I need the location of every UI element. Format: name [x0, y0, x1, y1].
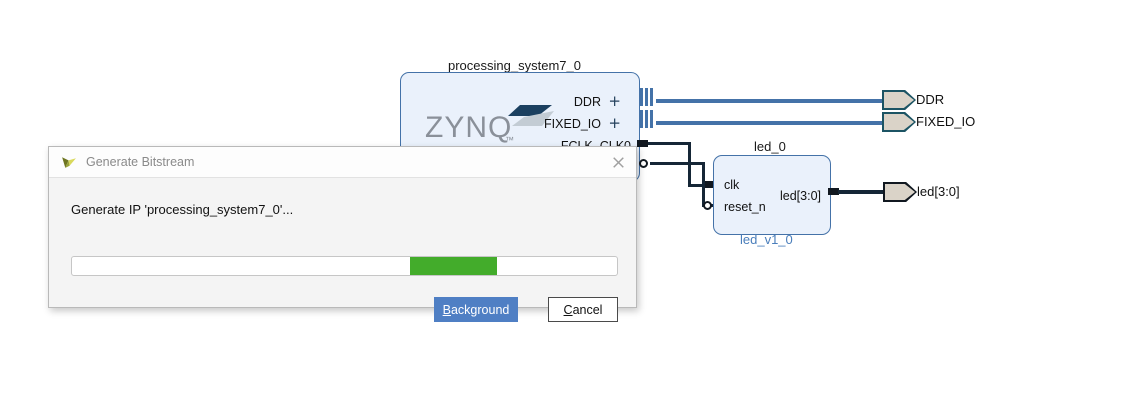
external-port-label-ddr: DDR — [916, 92, 945, 107]
bus-stub-fixed-io — [640, 110, 656, 128]
ps-block-title: processing_system7_0 — [448, 58, 581, 73]
background-button-mnemonic: B — [442, 302, 451, 317]
pin-led-out[interactable] — [828, 188, 839, 195]
external-port-led[interactable] — [883, 182, 917, 202]
dialog-titlebar[interactable]: Generate Bitstream — [49, 147, 636, 178]
ip-block-led-0[interactable]: clk reset_n led[3:0] — [713, 155, 831, 235]
ps-port-label-fixed-io[interactable]: FIXED_IO — [544, 117, 601, 131]
pin-fclk-clk0[interactable] — [637, 140, 648, 147]
led-port-label-led-out[interactable]: led[3:0] — [779, 189, 821, 203]
ps-port-label-ddr[interactable]: DDR — [573, 95, 601, 109]
led-port-label-clk[interactable]: clk — [724, 178, 740, 192]
pin-reset-source[interactable] — [639, 159, 648, 168]
cancel-button-label-rest: ancel — [572, 302, 603, 317]
external-port-label-led: led[3:0] — [917, 184, 960, 199]
wire-reset-seg-h1[interactable] — [650, 162, 705, 165]
led-port-label-reset-n[interactable]: reset_n — [724, 200, 766, 214]
wire-fclk-seg-h1[interactable] — [648, 142, 691, 145]
dialog-progress-message: Generate IP 'processing_system7_0'... — [71, 202, 294, 217]
zynq-swoosh-icon — [508, 105, 554, 126]
zynq-logo-text: ZYNQ — [425, 111, 513, 144]
bus-stub-ddr — [640, 88, 656, 106]
wire-led-out[interactable] — [838, 190, 883, 194]
zynq-logo-tm: ™ — [505, 135, 514, 145]
vivado-logo-icon — [62, 156, 76, 168]
wire-fclk-seg-h2[interactable] — [688, 184, 713, 187]
ps-port-expand-fixed-io-icon[interactable]: + — [608, 114, 621, 132]
external-port-fixed-io[interactable] — [882, 112, 916, 132]
wire-ddr[interactable] — [656, 99, 882, 103]
cancel-button-mnemonic: C — [563, 302, 573, 317]
dialog-title: Generate Bitstream — [86, 155, 195, 169]
progress-bar-chunk — [409, 257, 498, 275]
wire-fixed-io[interactable] — [656, 121, 882, 125]
external-port-ddr[interactable] — [882, 90, 916, 110]
background-button-label-rest: ackground — [450, 302, 510, 317]
ps-port-expand-ddr-icon[interactable]: + — [608, 92, 621, 110]
pin-led-clk[interactable] — [703, 181, 714, 188]
close-icon[interactable] — [610, 154, 627, 171]
progress-bar — [71, 256, 618, 276]
generate-bitstream-dialog[interactable]: Generate Bitstream Generate IP 'processi… — [48, 146, 637, 322]
external-port-label-fixed-io: FIXED_IO — [916, 114, 976, 129]
pin-led-reset-n[interactable] — [703, 201, 712, 210]
led-block-subtitle: led_v1_0 — [740, 232, 793, 247]
wire-reset-seg-v[interactable] — [702, 162, 705, 206]
led-block-title: led_0 — [754, 139, 786, 154]
